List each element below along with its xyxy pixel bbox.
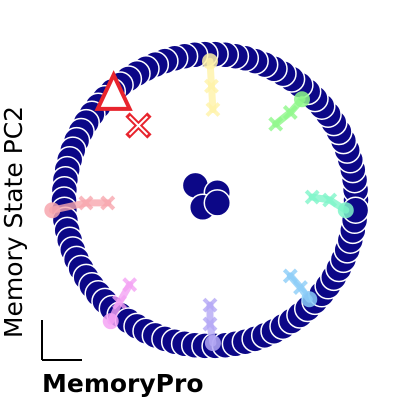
trajectory-point	[204, 78, 219, 94]
target-cross-inner	[128, 115, 149, 136]
target-markers	[94, 70, 152, 139]
trajectory-start-point	[44, 202, 61, 219]
trajectory-point	[78, 195, 94, 211]
trajectory-point	[122, 277, 138, 293]
trajectory-start-point	[337, 202, 354, 219]
target-triangle-marker	[94, 70, 133, 111]
trajectory-point	[112, 294, 127, 310]
trajectory-point	[282, 268, 298, 284]
trajectory-point	[282, 104, 298, 120]
trajectory-point	[293, 280, 308, 296]
trajectory-start-point	[204, 335, 221, 352]
trajectory-point	[202, 316, 218, 332]
trajectory-point	[202, 297, 218, 313]
trajectory-point	[304, 189, 320, 205]
trajectory-point	[100, 195, 116, 211]
trajectory-start-point	[301, 291, 318, 308]
trajectories	[44, 53, 354, 352]
y-axis-label: Memory State PC2	[0, 106, 28, 338]
trajectory-point	[268, 116, 284, 132]
trajectory-point	[322, 192, 338, 208]
center-cluster	[181, 171, 232, 222]
chart-title: MemoryPro	[42, 369, 204, 398]
trajectory-start-point	[202, 53, 218, 70]
trajectory-start-point	[293, 91, 310, 108]
trajectory-point	[205, 102, 221, 117]
trajectory-start-point	[102, 313, 119, 330]
center-point	[203, 189, 232, 217]
